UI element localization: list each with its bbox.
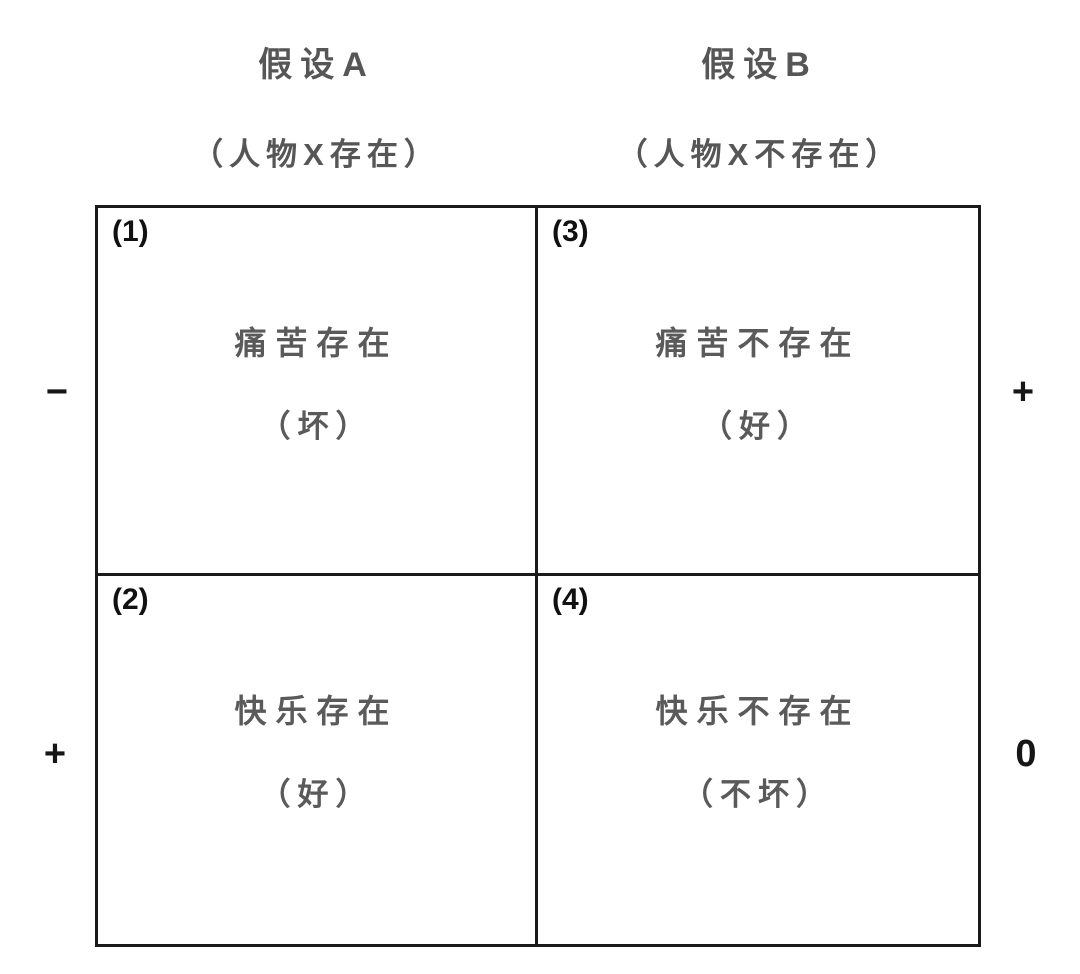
hypothesis-a-subtitle: （人物X存在）	[192, 137, 441, 172]
cell-4-number: (4)	[552, 583, 589, 616]
hypothesis-a-title: 假设A	[258, 46, 375, 84]
cell-2-pleasure-exists: (2) 快乐存在 （好）	[98, 576, 538, 944]
cell-1-number: (1)	[112, 215, 149, 248]
column-header-hypothesis-b: 假设B （人物X不存在）	[538, 0, 981, 205]
value-label-top-left-minus: −	[45, 371, 69, 413]
cell-4-text: 快乐不存在	[655, 693, 861, 729]
cell-1-note: （坏）	[259, 409, 374, 444]
cell-1-text: 痛苦存在	[234, 325, 399, 361]
cell-1-pain-exists: (1) 痛苦存在 （坏）	[98, 208, 538, 576]
value-label-bottom-right-zero: 0	[1015, 733, 1037, 775]
cell-3-note: （好）	[701, 409, 815, 444]
cell-4-note: （不坏）	[682, 777, 834, 812]
column-header-hypothesis-a: 假设A （人物X存在）	[95, 0, 538, 205]
cell-2-text: 快乐存在	[234, 693, 399, 729]
cell-4-pleasure-absent: (4) 快乐不存在 （不坏）	[538, 576, 978, 944]
cell-2-note: （好）	[259, 777, 374, 812]
cell-3-pain-absent: (3) 痛苦不存在 （好）	[538, 208, 978, 576]
cell-2-number: (2)	[112, 583, 149, 616]
value-label-top-right-plus: +	[1011, 371, 1035, 413]
hypothesis-b-subtitle: （人物X不存在）	[616, 137, 903, 172]
cell-3-number: (3)	[552, 215, 589, 248]
value-label-bottom-left-plus: +	[43, 733, 67, 775]
hypothesis-b-title: 假设B	[701, 46, 818, 84]
two-by-two-matrix: (1) 痛苦存在 （坏） (3) 痛苦不存在 （好） (2) 快乐存在 （好） …	[95, 205, 981, 947]
cell-3-text: 痛苦不存在	[655, 325, 861, 361]
